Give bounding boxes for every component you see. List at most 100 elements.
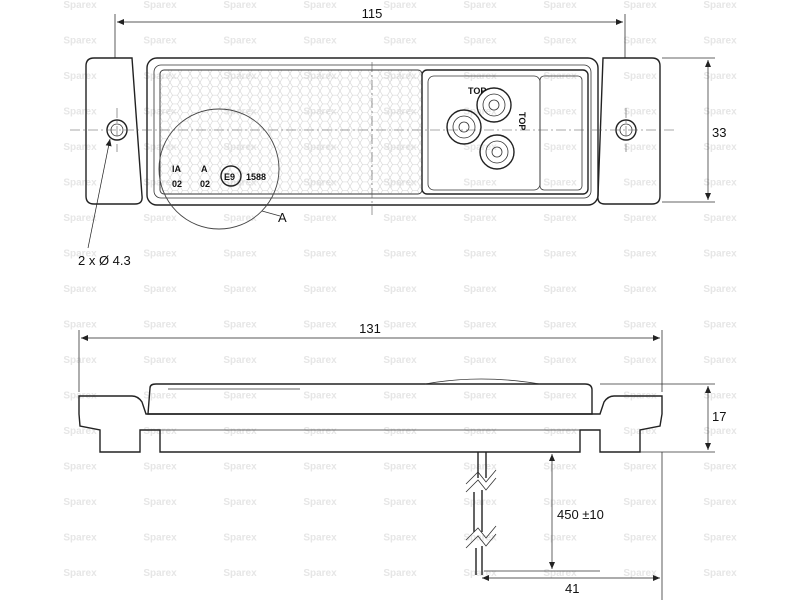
watermark-text: Sparex xyxy=(703,462,737,473)
watermark-text: Sparex xyxy=(223,355,257,366)
watermark-text: Sparex xyxy=(383,36,417,47)
watermark-text: Sparex xyxy=(223,568,257,579)
watermark-text: Sparex xyxy=(703,533,737,544)
watermark-text: Sparex xyxy=(383,0,417,11)
watermark-text: Sparex xyxy=(623,0,657,11)
watermark-text: Sparex xyxy=(463,249,497,260)
watermark-text: Sparex xyxy=(223,36,257,47)
watermark-text: Sparex xyxy=(63,533,97,544)
watermark-text: Sparex xyxy=(543,178,577,189)
watermark-text: Sparex xyxy=(543,71,577,82)
watermark-text: Sparex xyxy=(303,533,337,544)
watermark-text: Sparex xyxy=(303,391,337,402)
side-height-dimension: 17 xyxy=(712,409,726,424)
watermark-text: Sparex xyxy=(703,568,737,579)
top-width-dimension: 115 xyxy=(362,6,383,21)
watermark-text: Sparex xyxy=(543,249,577,260)
watermark-text: Sparex xyxy=(63,71,97,82)
watermark-text: Sparex xyxy=(223,249,257,260)
watermark-text: Sparex xyxy=(543,107,577,118)
watermark-text: Sparex xyxy=(703,426,737,437)
led-cluster xyxy=(446,87,515,170)
watermark-text: Sparex xyxy=(143,36,177,47)
watermark-text: Sparex xyxy=(383,568,417,579)
watermark-text: Sparex xyxy=(463,107,497,118)
detail-a-label: A xyxy=(278,210,287,225)
watermark-text: Sparex xyxy=(463,213,497,224)
watermark-text: Sparex xyxy=(623,213,657,224)
watermark-text: Sparex xyxy=(543,462,577,473)
watermark-text: Sparex xyxy=(303,426,337,437)
cable xyxy=(465,452,497,575)
watermark-text: Sparex xyxy=(303,213,337,224)
watermark-text: Sparex xyxy=(703,249,737,260)
watermark-text: Sparex xyxy=(623,568,657,579)
watermark-text: Sparex xyxy=(63,497,97,508)
watermark-text: Sparex xyxy=(623,36,657,47)
watermark-text: Sparex xyxy=(543,320,577,331)
reflector-lens xyxy=(159,69,423,195)
watermark-text: Sparex xyxy=(63,320,97,331)
watermark-text: Sparex xyxy=(623,107,657,118)
watermark-text: Sparex xyxy=(463,497,497,508)
watermark-text: Sparex xyxy=(703,36,737,47)
watermark-text: Sparex xyxy=(543,391,577,402)
watermark-text: Sparex xyxy=(623,462,657,473)
watermark-text: Sparex xyxy=(463,284,497,295)
watermark-text: Sparex xyxy=(703,320,737,331)
led-window xyxy=(421,69,589,195)
right-flange xyxy=(597,57,661,205)
watermark-text: Sparex xyxy=(703,284,737,295)
base-plate-side xyxy=(78,395,663,453)
watermark-text: Sparex xyxy=(703,213,737,224)
watermark-text: Sparex xyxy=(543,426,577,437)
watermark-text: Sparex xyxy=(143,284,177,295)
watermark-text: Sparex xyxy=(623,71,657,82)
watermark-text: Sparex xyxy=(463,0,497,11)
watermark-text: Sparex xyxy=(223,462,257,473)
watermark-text: Sparex xyxy=(303,462,337,473)
watermark-text: Sparex xyxy=(623,249,657,260)
watermark-text: Sparex xyxy=(623,142,657,153)
watermark-text: Sparex xyxy=(623,320,657,331)
cable-offset-dimension: 41 xyxy=(565,581,579,596)
watermark-text: Sparex xyxy=(383,284,417,295)
watermark-text: Sparex xyxy=(63,142,97,153)
watermark-text: Sparex xyxy=(223,320,257,331)
marking-code-1a: IA xyxy=(172,164,182,174)
watermark-text: Sparex xyxy=(143,320,177,331)
watermark-text: Sparex xyxy=(223,391,257,402)
watermark-text: Sparex xyxy=(63,36,97,47)
watermark-text: Sparex xyxy=(543,36,577,47)
watermark-text: Sparex xyxy=(703,142,737,153)
watermark-text: Sparex xyxy=(223,497,257,508)
watermark-text: Sparex xyxy=(383,533,417,544)
watermark-text: Sparex xyxy=(463,355,497,366)
watermark-text: Sparex xyxy=(543,497,577,508)
watermark-text: Sparex xyxy=(303,568,337,579)
watermark-text: Sparex xyxy=(143,355,177,366)
watermark-text: Sparex xyxy=(383,355,417,366)
watermark-text: Sparex xyxy=(63,568,97,579)
watermark-text: Sparex xyxy=(143,213,177,224)
watermark-text: Sparex xyxy=(303,284,337,295)
watermark-text: Sparex xyxy=(703,355,737,366)
watermark-text: Sparex xyxy=(543,568,577,579)
approval-mark-circle xyxy=(220,165,242,187)
top-view: 115 33 TOP TOP xyxy=(70,6,726,268)
marking-code-1b: 02 xyxy=(172,179,182,189)
watermark-text: Sparex xyxy=(623,533,657,544)
watermark-text: Sparex xyxy=(543,213,577,224)
watermark-text: Sparex xyxy=(383,462,417,473)
watermark-text: Sparex xyxy=(303,320,337,331)
watermark-text: Sparex xyxy=(303,249,337,260)
watermark-text: Sparex xyxy=(623,355,657,366)
watermark-text: Sparex xyxy=(383,213,417,224)
watermark-text: Sparex xyxy=(463,320,497,331)
top-height-dimension: 33 xyxy=(712,125,726,140)
detail-a-circle xyxy=(158,108,280,230)
watermark-text: Sparex xyxy=(383,249,417,260)
watermark-text: Sparex xyxy=(223,426,257,437)
watermark-text: Sparex xyxy=(463,36,497,47)
